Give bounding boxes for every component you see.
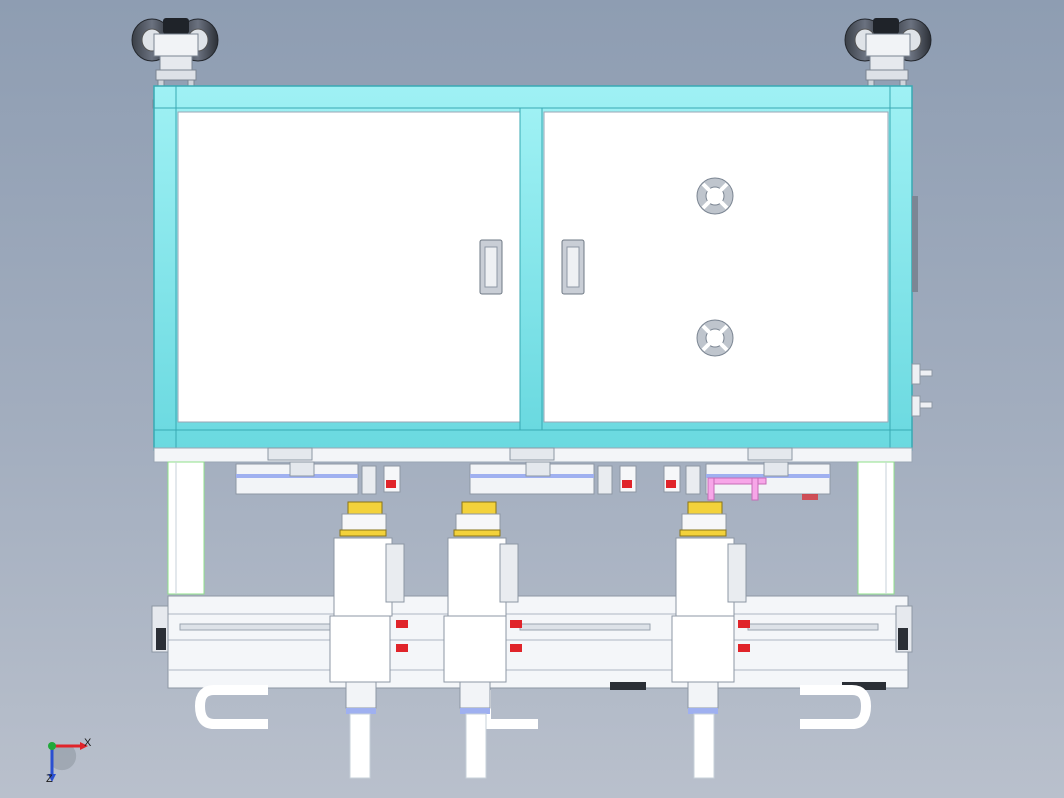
vent-fan-icon bbox=[696, 319, 734, 357]
pink-bracket bbox=[707, 477, 767, 501]
mounting-blocks bbox=[267, 447, 793, 461]
door-handle-icon[interactable] bbox=[561, 239, 585, 295]
axis-x-label: X bbox=[84, 737, 92, 749]
leg-left bbox=[167, 461, 205, 595]
leg-right bbox=[857, 461, 895, 595]
side-fittings bbox=[911, 363, 933, 417]
axis-z-label: Z bbox=[46, 773, 53, 785]
upper-rail-2 bbox=[469, 461, 637, 495]
vent-fan-icon bbox=[696, 177, 734, 215]
upper-rail-1 bbox=[235, 461, 401, 495]
axis-triad-icon: X Z bbox=[46, 737, 92, 785]
z-unit-3 bbox=[671, 501, 750, 779]
upper-rail-3 bbox=[663, 461, 831, 501]
support-loops bbox=[194, 685, 872, 729]
caster-right bbox=[844, 18, 932, 113]
lower-module-base bbox=[151, 595, 913, 690]
z-unit-1 bbox=[329, 501, 408, 779]
door-left[interactable] bbox=[177, 111, 521, 423]
z-unit-2 bbox=[443, 501, 522, 779]
door-handle-icon[interactable] bbox=[479, 239, 503, 295]
door-right[interactable] bbox=[543, 111, 889, 423]
